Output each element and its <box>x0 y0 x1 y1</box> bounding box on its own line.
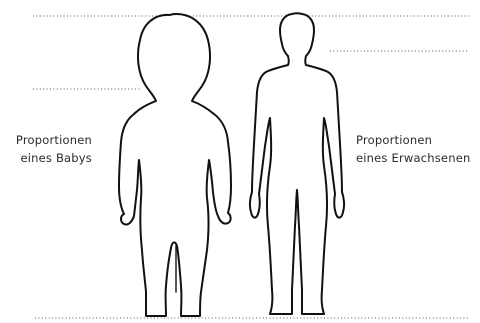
adult-proportions-label: Proportionen eines Erwachsenen <box>356 131 476 167</box>
adult-silhouette <box>250 13 344 314</box>
baby-silhouette <box>119 14 231 316</box>
baby-label-line1: Proportionen <box>8 131 92 149</box>
baby-proportions-label: Proportionen eines Babys <box>8 131 92 167</box>
adult-label-line1: Proportionen <box>356 131 476 149</box>
baby-label-line2: eines Babys <box>8 149 92 167</box>
adult-label-line2: eines Erwachsenen <box>356 149 476 167</box>
